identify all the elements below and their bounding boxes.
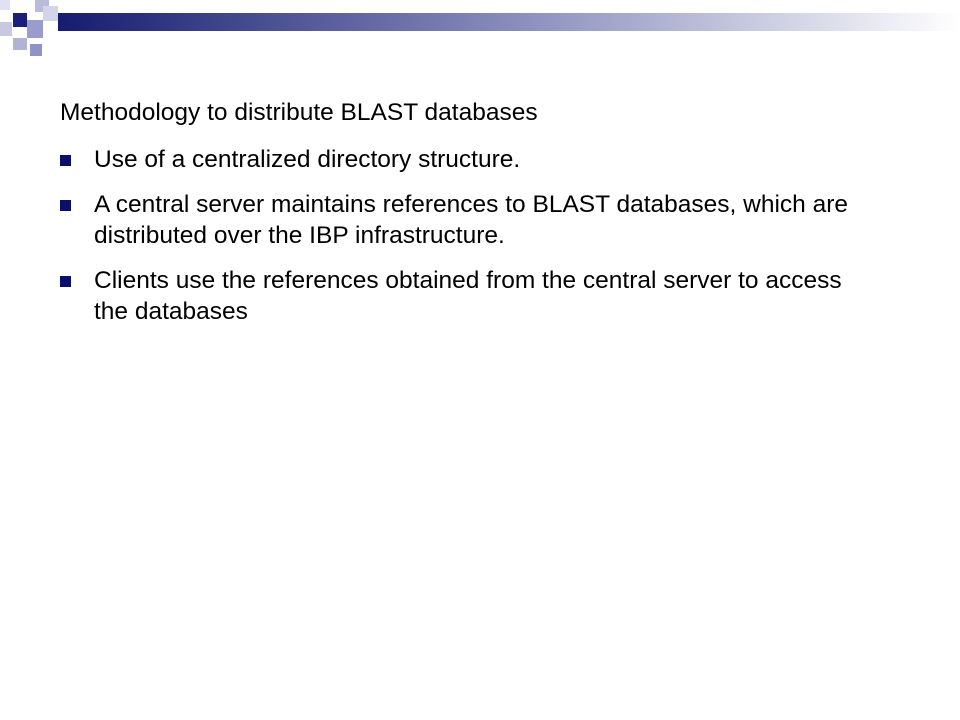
slide-heading: Methodology to distribute BLAST database… (60, 99, 538, 126)
list-item-text: Clients use the references obtained from… (94, 267, 842, 325)
header-square-light (13, 38, 27, 50)
header-pattern-graphic (0, 0, 960, 56)
list-item-text: A central server maintains references to… (94, 191, 848, 249)
header-square-light (0, 22, 12, 36)
list-item-text: Use of a centralized directory structure… (94, 146, 521, 173)
square-bullet-icon (60, 276, 71, 287)
bullet-list: Use of a centralized directory structure… (60, 144, 860, 341)
list-item: Use of a centralized directory structure… (60, 144, 860, 175)
header-square-light (43, 6, 58, 21)
slide-header-decoration (0, 0, 960, 60)
header-square-mid (30, 44, 42, 56)
square-bullet-icon (60, 155, 71, 166)
header-gradient-band (58, 13, 960, 31)
square-bullet-icon (60, 200, 71, 211)
header-square-navy (13, 13, 27, 27)
list-item: Clients use the references obtained from… (60, 265, 860, 327)
header-square-light (0, 0, 10, 10)
list-item: A central server maintains references to… (60, 189, 860, 251)
header-square-mid (27, 20, 43, 38)
